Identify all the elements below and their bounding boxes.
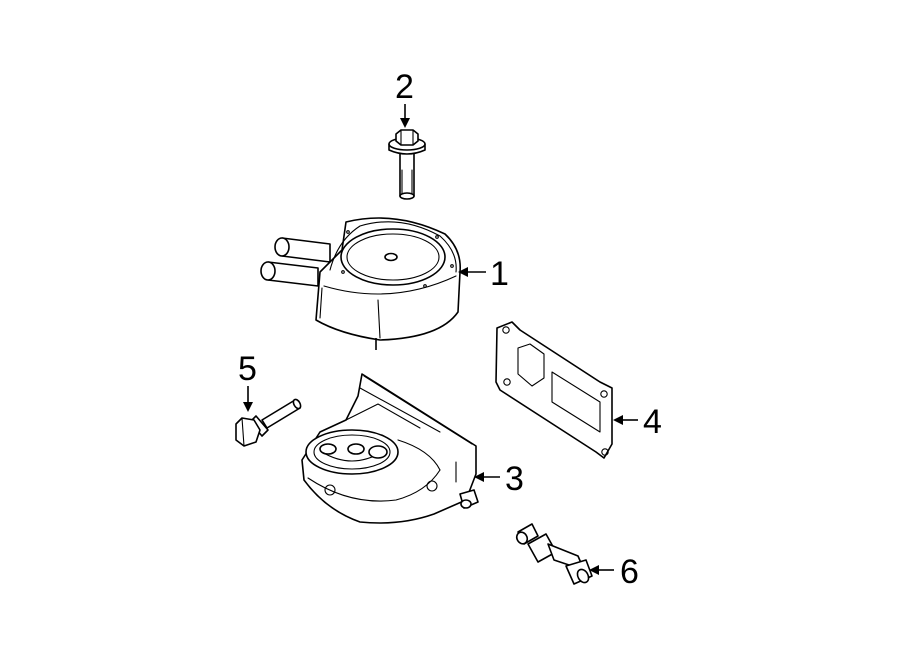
part-4-gasket[interactable] (495, 321, 613, 459)
callout-arrow-1 (458, 267, 486, 277)
callout-label-1: 1 (490, 255, 509, 293)
callout-arrow-2 (400, 104, 410, 128)
part-2-bolt[interactable] (388, 129, 426, 200)
callout-label-4: 4 (643, 403, 662, 441)
part-6-sensor[interactable] (515, 523, 593, 585)
part-3-housing[interactable] (301, 373, 479, 524)
callout-label-3: 3 (505, 460, 524, 498)
callout-label-2: 2 (395, 68, 414, 106)
callout-label-5: 5 (238, 350, 257, 388)
callout-arrow-6 (589, 565, 614, 575)
callout-arrow-3 (474, 472, 500, 482)
part-5-bolt[interactable] (235, 398, 302, 447)
callout-label-6: 6 (620, 553, 639, 591)
callout-arrow-4 (613, 415, 638, 425)
part-1-oil-cooler[interactable] (260, 217, 462, 350)
callout-arrow-5 (243, 386, 253, 412)
